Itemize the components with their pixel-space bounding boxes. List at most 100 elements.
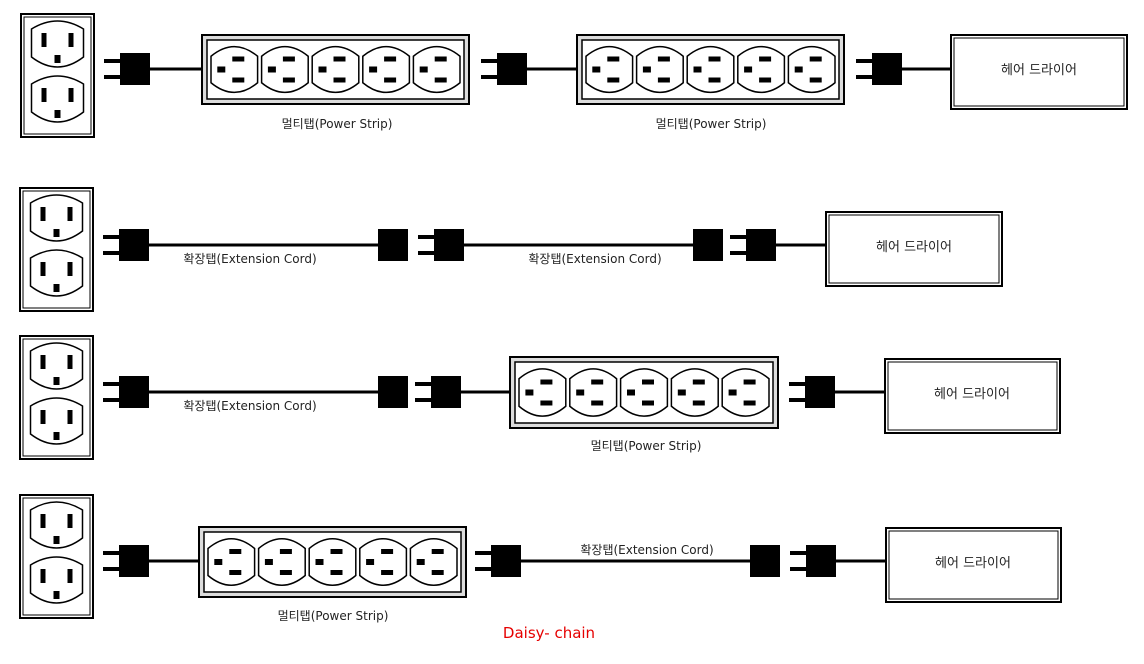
plug-prong bbox=[103, 551, 119, 555]
plug-prong bbox=[856, 75, 872, 79]
socket-face bbox=[29, 397, 84, 445]
wall-outlet-icon bbox=[19, 335, 94, 460]
socket-icon bbox=[308, 538, 357, 586]
plug-prong bbox=[103, 398, 119, 402]
socket-slot bbox=[540, 400, 553, 406]
socket-icon bbox=[210, 45, 259, 94]
socket-slot bbox=[381, 570, 394, 575]
socket-icon bbox=[585, 45, 634, 94]
socket-slot bbox=[759, 77, 772, 83]
hair-dryer-box-inner bbox=[828, 214, 1000, 284]
socket-slot bbox=[67, 355, 73, 369]
extension-cord-label: 확장탭(Extension Cord) bbox=[580, 543, 713, 557]
power-strip-label: 멀티탭(Power Strip) bbox=[591, 439, 702, 453]
socket-slot bbox=[431, 570, 444, 575]
socket-ground bbox=[53, 377, 60, 385]
socket-slot bbox=[40, 207, 46, 221]
socket-slot bbox=[642, 379, 654, 385]
socket-face bbox=[30, 75, 85, 123]
hair-dryer-box-inner bbox=[888, 530, 1059, 600]
plug-icon bbox=[789, 376, 835, 408]
socket-slot bbox=[67, 514, 73, 528]
socket-slot bbox=[40, 569, 46, 583]
plug-icon bbox=[103, 376, 149, 408]
socket-ground bbox=[369, 66, 378, 73]
socket-icon bbox=[787, 45, 836, 94]
plug-prong bbox=[103, 567, 119, 571]
socket-icon bbox=[635, 45, 684, 94]
socket-slot bbox=[434, 77, 447, 83]
power-strip-label: 멀티탭(Power Strip) bbox=[282, 117, 393, 131]
socket-slot bbox=[232, 77, 245, 83]
socket-face bbox=[29, 556, 84, 604]
socket-ground bbox=[54, 55, 61, 63]
plug-prong bbox=[104, 59, 120, 63]
socket-slot bbox=[282, 77, 295, 83]
socket-ground bbox=[53, 229, 60, 237]
extension-cord-label: 확장탭(Extension Cord) bbox=[183, 252, 316, 266]
socket-slot bbox=[40, 514, 46, 528]
plug-prong bbox=[103, 251, 119, 255]
hair-dryer-label: 헤어 드라이어 bbox=[935, 556, 1011, 571]
socket-ground bbox=[318, 66, 327, 73]
socket-face bbox=[30, 20, 85, 68]
cord-end-block bbox=[378, 229, 408, 261]
plug-icon bbox=[730, 229, 776, 261]
hair-dryer-box-inner bbox=[887, 361, 1058, 431]
plug-prong bbox=[790, 551, 806, 555]
plug-icon bbox=[481, 53, 527, 85]
socket-icon bbox=[409, 538, 458, 586]
plug-prong bbox=[730, 251, 746, 255]
extension-cord-label: 확장탭(Extension Cord) bbox=[183, 399, 316, 413]
plug-body bbox=[434, 229, 464, 261]
plug-icon bbox=[103, 229, 149, 261]
socket-ground bbox=[627, 389, 635, 396]
socket-ground bbox=[592, 66, 601, 73]
socket-ground bbox=[794, 66, 803, 73]
hair-dryer-box bbox=[950, 34, 1128, 110]
socket-slot bbox=[232, 56, 245, 62]
plug-prong bbox=[415, 382, 431, 386]
socket-ground bbox=[744, 66, 753, 73]
plug-prong bbox=[415, 398, 431, 402]
row-1: 멀티탭(Power Strip) 멀티탭(Power Strip) 헤어 드라이… bbox=[20, 13, 1128, 138]
socket-slot bbox=[384, 77, 397, 83]
row-4: 멀티탭(Power Strip) 확장탭(Extension Cord) 헤어 … bbox=[19, 494, 1062, 623]
socket-ground bbox=[728, 389, 737, 396]
socket-icon bbox=[737, 45, 786, 94]
plug-icon bbox=[418, 229, 464, 261]
socket-slot bbox=[67, 410, 73, 424]
plug-body bbox=[806, 545, 836, 577]
plug-prong bbox=[789, 398, 805, 402]
socket-slot bbox=[743, 379, 756, 385]
socket-slot bbox=[67, 569, 73, 583]
hair-dryer-label: 헤어 드라이어 bbox=[1001, 63, 1077, 78]
socket-slot bbox=[591, 379, 604, 385]
socket-ground bbox=[217, 66, 226, 73]
socket-slot bbox=[809, 77, 822, 83]
socket-ground bbox=[267, 66, 276, 73]
socket-face bbox=[29, 501, 84, 549]
plug-prong bbox=[789, 382, 805, 386]
outlet-plate-inner bbox=[22, 190, 91, 309]
socket-slot bbox=[540, 379, 553, 385]
socket-ground bbox=[693, 66, 702, 73]
cord-end-block bbox=[693, 229, 723, 261]
plug-prong bbox=[730, 235, 746, 239]
plug-prong bbox=[418, 235, 434, 239]
plug-icon bbox=[475, 545, 521, 577]
socket-icon bbox=[362, 45, 411, 94]
plug-icon bbox=[415, 376, 461, 408]
wall-outlet-icon bbox=[19, 187, 94, 312]
plug-prong bbox=[475, 567, 491, 571]
plug-icon bbox=[856, 53, 902, 85]
plug-icon bbox=[103, 545, 149, 577]
plug-prong bbox=[856, 59, 872, 63]
wall-outlet-icon bbox=[19, 494, 94, 619]
diagram-caption: Daisy- chain bbox=[503, 624, 595, 642]
socket-slot bbox=[333, 77, 346, 83]
socket-ground bbox=[366, 559, 375, 565]
power-strip-1 bbox=[201, 34, 470, 105]
socket-icon bbox=[686, 45, 735, 94]
